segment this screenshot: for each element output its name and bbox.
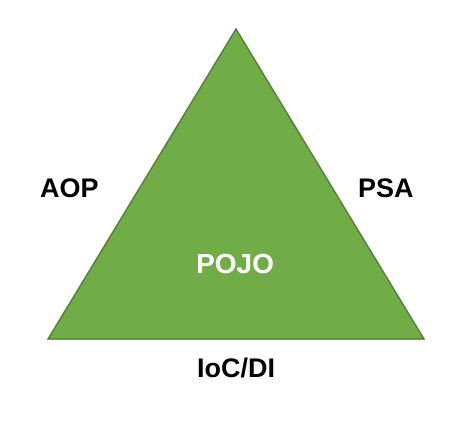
right-label: PSA [358,173,414,203]
bottom-label: IoC/DI [197,353,275,383]
center-label: POJO [196,248,274,279]
pojo-triangle [46,27,426,340]
left-label: AOP [40,173,99,203]
